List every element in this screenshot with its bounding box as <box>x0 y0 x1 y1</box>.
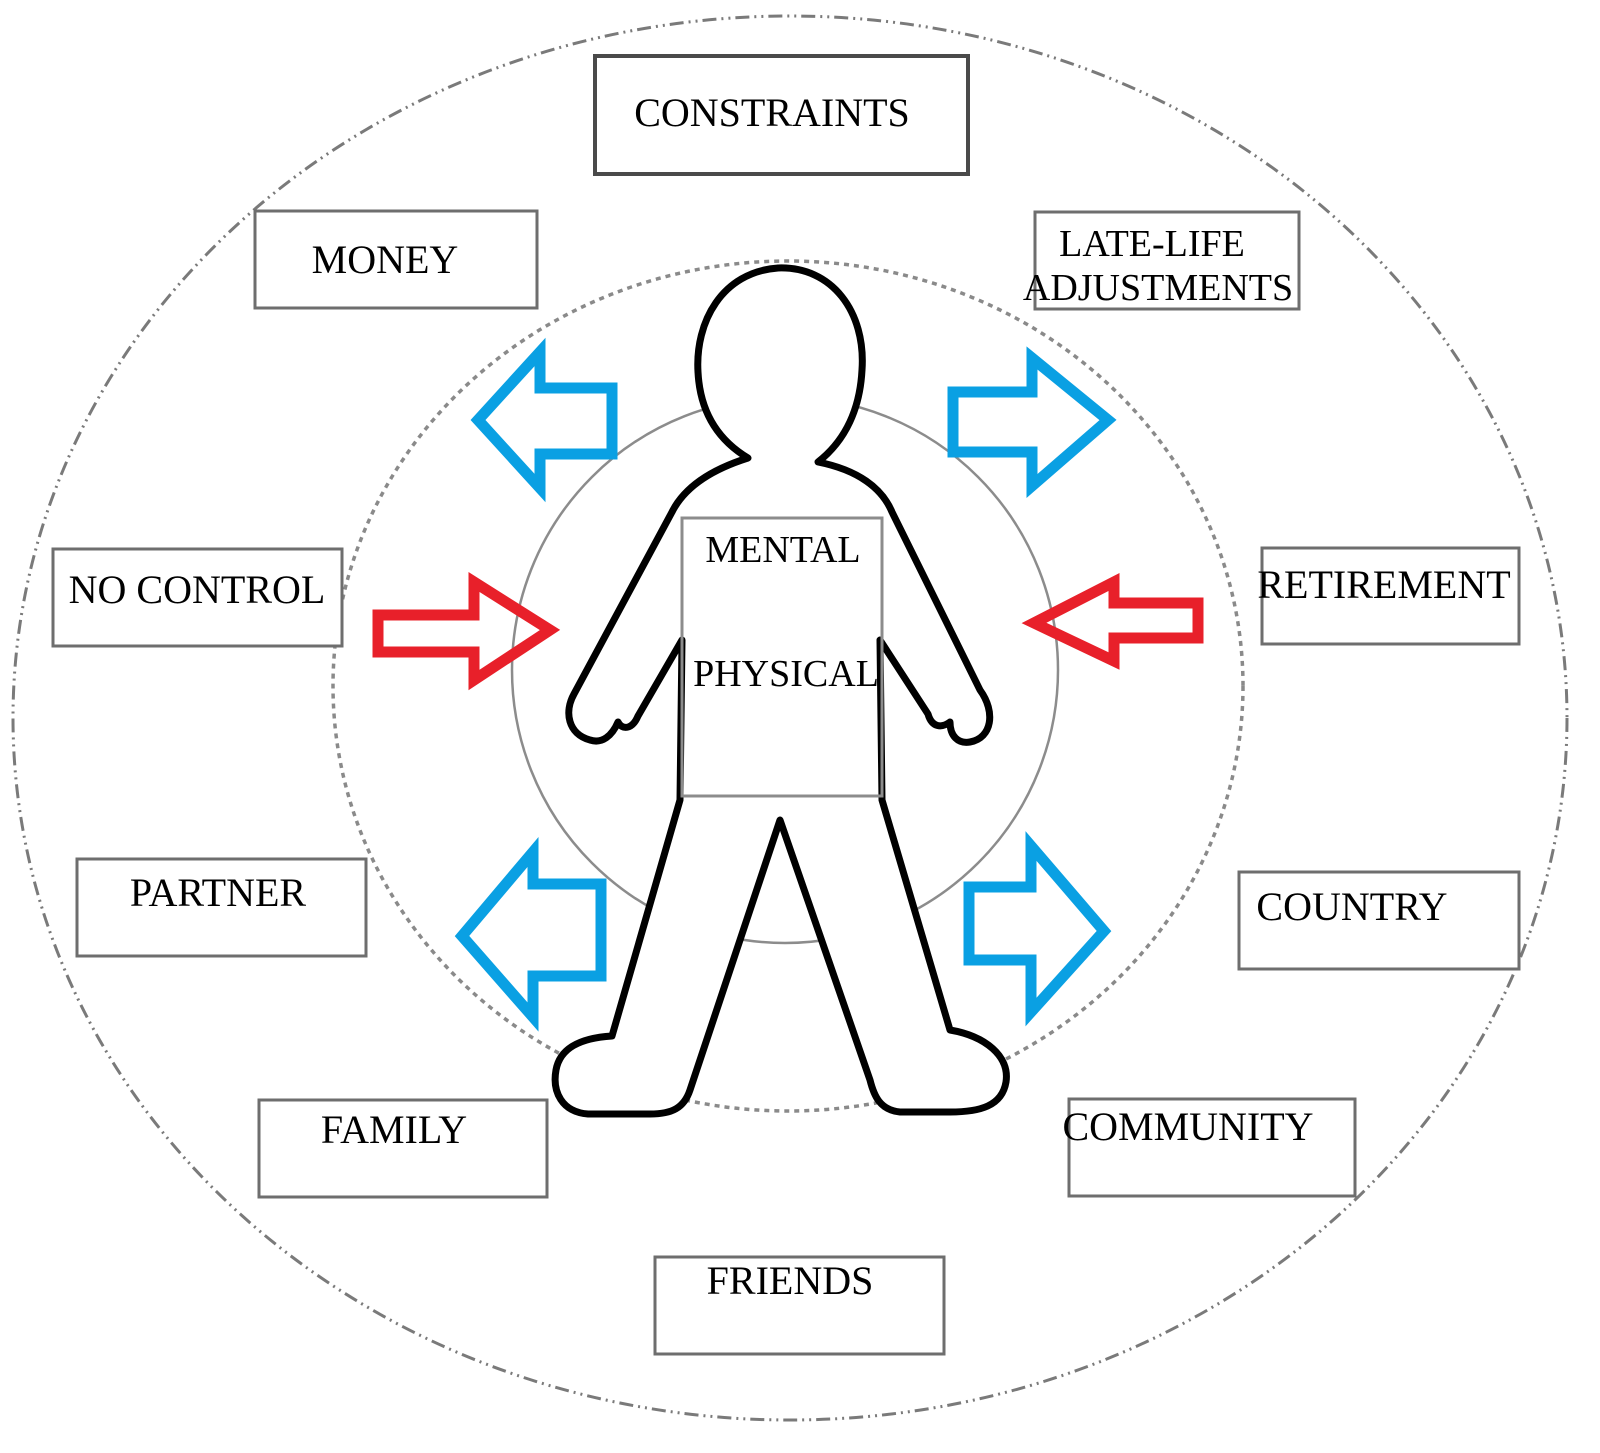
box-friends-label: FRIENDS <box>707 1258 874 1303</box>
box-friends: FRIENDS <box>653 1255 946 1356</box>
box-family: FAMILY <box>257 1098 549 1199</box>
box-retirement-label: RETIREMENT <box>1257 562 1510 607</box>
box-constraints: CONSTRAINTS <box>593 54 970 176</box>
arrow-upper-right-outward <box>947 346 1117 499</box>
box-no-control-label: NO CONTROL <box>69 567 326 612</box>
box-partner-label: PARTNER <box>130 870 306 915</box>
box-family-label: FAMILY <box>321 1107 467 1152</box>
box-late-life-label-line1: LATE-LIFE <box>1059 223 1245 265</box>
box-no-control: NO CONTROL <box>51 547 344 648</box>
middle-ring <box>331 259 1245 1113</box>
center-health-box <box>680 516 884 798</box>
arrow-lower-right-outward <box>963 831 1112 1027</box>
box-late-life-adjustments: LATE-LIFE ADJUSTMENTS <box>1023 210 1301 311</box>
box-country: COUNTRY <box>1237 870 1521 971</box>
center-label-physical: PHYSICAL <box>693 653 879 695</box>
person-figure-outline <box>551 264 1010 1118</box>
box-constraints-label: CONSTRAINTS <box>634 90 910 135</box>
arrow-upper-left-outward <box>470 337 618 503</box>
arrow-middle-right-inward <box>1021 573 1204 670</box>
box-late-life-label-line2: ADJUSTMENTS <box>1023 267 1293 309</box>
box-money-label: MONEY <box>312 237 459 282</box>
box-country-label: COUNTRY <box>1256 884 1447 929</box>
box-retirement: RETIREMENT <box>1257 546 1521 646</box>
box-community: COMMUNITY <box>1062 1097 1357 1198</box>
arrow-lower-left-outward <box>454 836 607 1032</box>
outer-ring <box>11 14 1569 1422</box>
center-label-mental: MENTAL <box>705 529 860 571</box>
box-money: MONEY <box>253 209 539 310</box>
box-community-label: COMMUNITY <box>1062 1104 1313 1149</box>
box-partner: PARTNER <box>75 857 368 958</box>
arrow-middle-left-inward <box>372 572 561 691</box>
